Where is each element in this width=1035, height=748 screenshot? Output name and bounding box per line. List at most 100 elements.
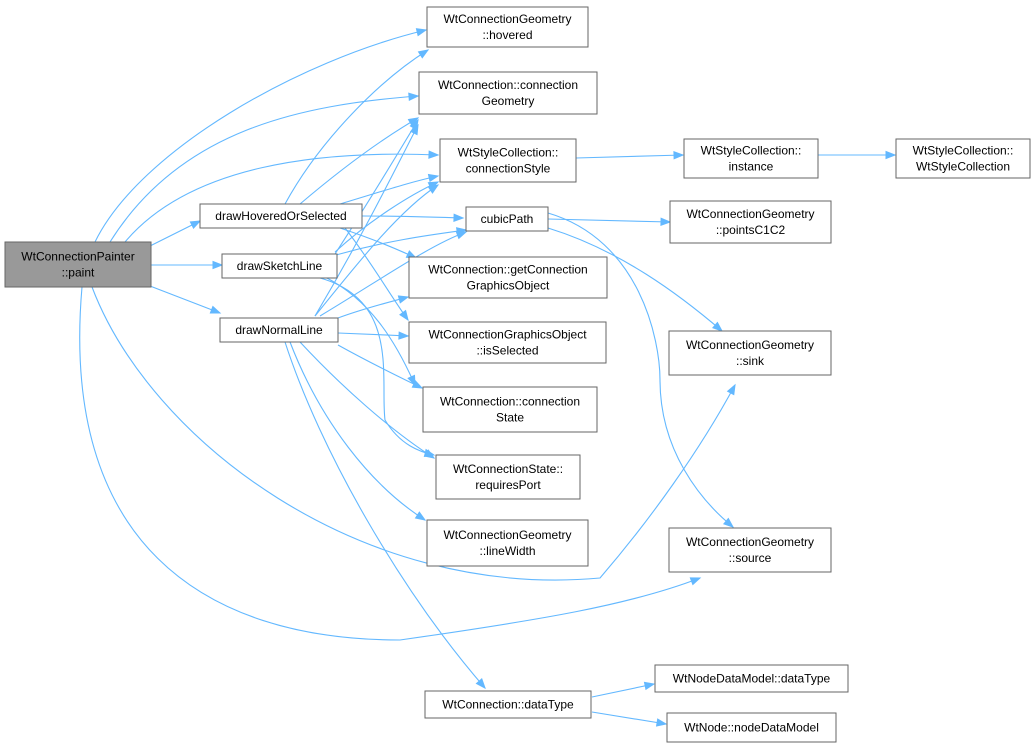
edge-paint-connstyle (124, 153, 439, 243)
node-label: requiresPort (475, 478, 541, 492)
node-styleColl[interactable]: WtStyleCollection::WtStyleCollection (895, 138, 1031, 179)
node-drawNormal[interactable]: drawNormalLine (219, 317, 339, 343)
node-box (418, 71, 598, 115)
edge-drawsketch-cubicpath (335, 229, 467, 256)
arrowhead (408, 92, 420, 101)
node-isSelected[interactable]: WtConnectionGraphicsObject::isSelected (408, 321, 607, 364)
arrowhead (726, 383, 736, 396)
node-label: cubicPath (481, 212, 534, 226)
node-sink[interactable]: WtConnectionGeometry::sink (668, 330, 832, 376)
arrowhead (655, 718, 668, 727)
arrowhead (409, 123, 419, 136)
edge-conndatatype-ndmdatatype (591, 683, 655, 698)
arrowhead (455, 231, 468, 240)
node-requiresPort[interactable]: WtConnectionState::requiresPort (435, 454, 581, 500)
node-box (683, 138, 819, 179)
nodes: WtConnectionPainter::paintWtConnectionGe… (4, 6, 1031, 743)
edge-drawnormal-requiresport (299, 341, 435, 459)
edge-drawnormal-isselected (337, 332, 409, 337)
edge-drawsketch-requiresport (319, 277, 435, 456)
node-label: ::paint (62, 266, 95, 280)
node-box (439, 138, 577, 183)
node-label: ::lineWidth (479, 544, 535, 558)
edge-cubicpath-sink (547, 227, 723, 332)
node-paint[interactable]: WtConnectionPainter::paint (4, 241, 152, 288)
node-label: WtConnectionGeometry (443, 12, 571, 26)
edge-drawnormal-conndatatype (284, 341, 486, 689)
node-box (408, 321, 607, 364)
edge-drawnormal-conngeom (314, 124, 419, 317)
node-connStyle[interactable]: WtStyleCollection::connectionStyle (439, 138, 577, 183)
node-label: WtConnectionState:: (453, 462, 563, 476)
edge-cubicpath-source (547, 212, 734, 528)
node-label: drawNormalLine (235, 323, 323, 337)
node-connDataType[interactable]: WtConnection::dataType (424, 690, 592, 719)
node-label: instance (729, 160, 774, 174)
arrowhead (415, 28, 428, 37)
arrowhead (398, 331, 410, 340)
node-label: WtConnection::getConnection (428, 263, 587, 277)
edge-conndatatype-nodedatamodel (591, 711, 667, 725)
node-label: WtNodeDataModel::dataType (673, 672, 831, 686)
node-box (219, 317, 339, 343)
node-box (422, 386, 598, 433)
node-label: WtStyleCollection:: (913, 144, 1014, 158)
node-getGfx[interactable]: WtConnection::getConnectionGraphicsObjec… (408, 256, 608, 299)
edge-drawnormal-connstyle (314, 184, 439, 317)
edge-paint-drawnormal (149, 285, 221, 314)
node-source[interactable]: WtConnectionGeometry::source (668, 527, 832, 573)
node-label: WtConnectionPainter (21, 250, 134, 264)
arrowhead (212, 260, 224, 270)
node-label: WtConnection::connection (440, 395, 580, 409)
node-label: ::isSelected (476, 344, 538, 358)
arrowhead (722, 517, 735, 528)
edge-drawsketch-conngeom (334, 119, 419, 255)
node-label: drawSketchLine (237, 259, 323, 273)
node-label: WtStyleCollection:: (701, 144, 802, 158)
node-box (668, 330, 832, 376)
node-label: WtConnectionGeometry (443, 528, 571, 542)
edge-paint-sink (91, 286, 736, 581)
node-label: WtStyleCollection (916, 160, 1010, 174)
edges (79, 29, 895, 725)
node-label: WtConnectionGeometry (686, 207, 814, 221)
node-label: WtNode::nodeDataModel (684, 721, 819, 735)
edge-drawhovered-hovered (284, 49, 429, 205)
node-label: ::sink (736, 354, 765, 368)
node-pointsC1C2[interactable]: WtConnectionGeometry::pointsC1C2 (669, 200, 832, 244)
node-ndmDataType[interactable]: WtNodeDataModel::dataType (654, 664, 849, 693)
edge-drawnormal-linewidth (289, 341, 426, 521)
node-label: connectionStyle (466, 162, 551, 176)
node-label: WtConnection::connection (438, 78, 578, 92)
node-label: WtConnectionGraphicsObject (428, 328, 587, 342)
node-drawHovered[interactable]: drawHoveredOrSelected (199, 203, 363, 229)
arrowhead (428, 150, 440, 159)
arrowhead (423, 449, 436, 459)
node-box (221, 253, 338, 279)
node-box (4, 241, 152, 288)
arrowhead (660, 217, 672, 226)
node-lineWidth[interactable]: WtConnectionGeometry::lineWidth (426, 519, 589, 567)
arrowhead (689, 577, 702, 586)
edge-connstyle-instance (575, 154, 684, 159)
arrowhead (643, 681, 656, 691)
arrowhead (453, 213, 465, 222)
node-cubicPath[interactable]: cubicPath (465, 206, 549, 232)
arrowhead (209, 305, 222, 314)
node-drawSketch[interactable]: drawSketchLine (221, 253, 338, 279)
node-label: WtConnectionGeometry (686, 338, 814, 352)
node-box (654, 664, 849, 693)
node-box (668, 527, 832, 573)
arrowhead (427, 173, 440, 183)
node-nodeDataModel[interactable]: WtNode::nodeDataModel (666, 712, 837, 743)
node-hovered[interactable]: WtConnectionGeometry::hovered (426, 6, 589, 48)
node-label: drawHoveredOrSelected (215, 209, 346, 223)
node-instance[interactable]: WtStyleCollection::instance (683, 138, 819, 179)
node-box (666, 712, 837, 743)
node-label: State (496, 411, 524, 425)
node-label: ::source (729, 551, 772, 565)
node-box (424, 690, 592, 719)
node-label: WtStyleCollection:: (458, 146, 559, 160)
